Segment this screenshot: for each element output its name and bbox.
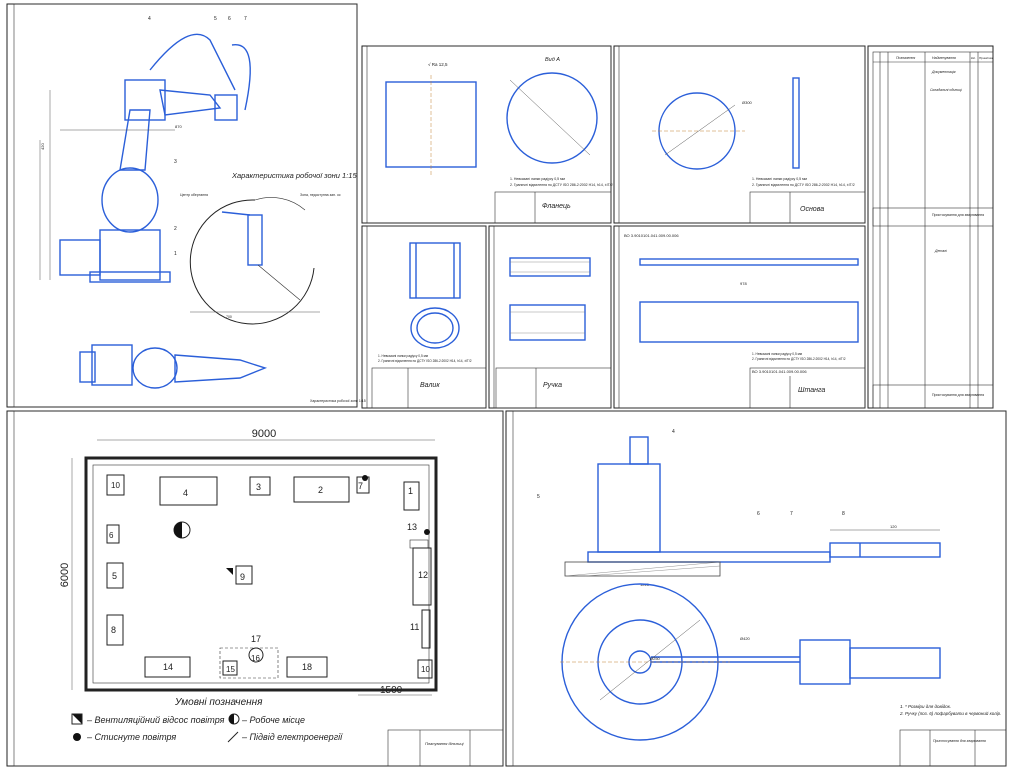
layout-room-11: 11: [410, 622, 419, 632]
sheet-base: Ø300 1. Невказані ланки радіусу 0,5 мм 2…: [613, 45, 866, 224]
spec-header-name: Найменування: [932, 56, 956, 60]
workzone-note-center: Центр обертання: [180, 193, 208, 197]
spec-title-block-2: Пристосування для зварювання: [932, 393, 984, 397]
base-note-1: 1. Невказані ланки радіусу 0,5 мм: [752, 177, 807, 181]
legend-ventilation: – Вентиляційний відсос повітря: [86, 715, 225, 725]
assembly-callout-6: 6: [757, 511, 760, 517]
workzone-dim-left: 700: [226, 315, 232, 319]
base-part-name: Основа: [800, 206, 824, 213]
spec-header-qty: Кіл.: [971, 56, 976, 60]
flange-note-1: 1. Невказані ланки радіусу 0,5 мм: [510, 177, 565, 181]
assembly-callout-4: 4: [672, 429, 675, 435]
robot-dim-reach: 870: [175, 124, 182, 129]
spec-header-designation: Позначення: [896, 56, 915, 60]
layout-room-8: 8: [111, 625, 116, 635]
assembly-dim-120: 120: [890, 524, 897, 529]
robot-callout-7: 7: [244, 16, 247, 22]
layout-room-4: 4: [183, 488, 188, 498]
layout-room-2: 2: [318, 485, 323, 495]
robot-dim-height: 420: [40, 143, 45, 150]
assembly-callout-5: 5: [537, 494, 540, 500]
robot-callout-2: 2: [174, 226, 177, 232]
assembly-note-2: 2. Ручку (поз. 6) пофарбувати в червоний…: [899, 710, 1001, 716]
sheet1-stamp: Характеристика робочої зони 1:15: [310, 399, 366, 403]
layout-room-9: 9: [240, 572, 245, 582]
robot-callout-1: 1: [174, 251, 177, 257]
base-dim-diameter: Ø300: [742, 100, 753, 105]
robot-callout-6: 6: [228, 16, 231, 22]
layout-room-6: 6: [109, 531, 114, 540]
roller-part-name: Валик: [420, 382, 440, 389]
spec-title-block-1: Пристосування для зварювання: [932, 213, 984, 217]
roller-note-2: 2. Граничні відхилення по ДСТУ ISO 286-2…: [378, 359, 472, 363]
robot-callout-5: 5: [214, 16, 217, 22]
workzone-note-zone: Зона, недоступна зап. ос: [300, 193, 341, 197]
robot-side-view: [39, 33, 251, 283]
spec-section-parts: Деталі: [934, 249, 947, 253]
robot-top-view: [79, 344, 268, 389]
layout-room-5: 5: [112, 571, 117, 581]
roller-note-1: 1. Невказані ланки радіусу 0,5 мм: [378, 354, 428, 358]
layout-room-7: 7: [358, 481, 363, 491]
assembly-callout-8: 8: [842, 511, 845, 517]
layout-room-1: 1: [408, 486, 413, 496]
spec-section-units: Складальні одиниці: [930, 88, 962, 92]
sheet-robot-workzone: 4 5 6 7 3 2 1 420 870 Характеристика роб…: [6, 3, 366, 408]
flange-roughness: √ Ra 12,5: [428, 62, 448, 67]
assembly-note-1: 1. * Розміри для довідок.: [900, 704, 951, 709]
spec-section-docs: Документація: [931, 70, 956, 74]
layout-room-3: 3: [256, 482, 261, 492]
legend-workplace: – Робоче місце: [241, 715, 305, 725]
sheet-assembly: 120 1225 5 4 6 7 8 Ø420 Ø250 1. * Розмір…: [505, 410, 1007, 767]
assembly-dim-outer: Ø420: [740, 636, 751, 641]
layout-room-14: 14: [163, 662, 173, 672]
workzone-title: Характеристика робочої зони 1:15: [231, 171, 357, 180]
rod-note-1: 1. Невказані ланки радіусу 0,5 мм: [752, 352, 802, 356]
sheet-shop-layout: 9000 6000 1500 10 4 3 2 7 1 6 13 5 9 1: [6, 410, 504, 767]
legend-compressed-air: – Стиснуте повітря: [86, 732, 176, 742]
robot-callout-3: 3: [174, 159, 177, 165]
layout-room-18: 18: [302, 662, 312, 672]
sheet-rod: ВО 3.9010101.041.009.00.006 978 1. Невка…: [613, 225, 866, 409]
assembly-callout-7: 7: [790, 511, 793, 517]
workzone-diagram: [189, 197, 320, 325]
layout-room-10b: 10: [421, 665, 430, 674]
layout-room-12: 12: [418, 570, 428, 580]
rod-header: ВО 3.9010101.041.009.00.006: [624, 233, 679, 238]
layout-height-dim: 6000: [59, 563, 71, 587]
layout-room-15: 15: [226, 665, 235, 674]
flange-view-label: Вид А: [545, 57, 560, 63]
robot-callout-4: 4: [148, 16, 151, 22]
rod-header-stamp: ВО 3.9010101.041.009.00.006: [752, 369, 807, 374]
base-note-2: 2. Граничні відхилення по ДСТУ ISO 286-2…: [752, 183, 855, 187]
sheet-roller: 1. Невказані ланки радіусу 0,5 мм 2. Гра…: [361, 225, 487, 409]
legend-title: Умовні позначення: [174, 697, 263, 708]
assembly-title-block: Пристосування для зварювання: [933, 739, 986, 743]
sheet-flange: √ Ra 12,5 Вид А 1. Невказані ланки радіу…: [361, 45, 613, 224]
sheet-specification: Позначення Найменування Кіл. Примітка До…: [867, 45, 994, 409]
assembly-dim-inner: Ø250: [650, 656, 661, 661]
handle-part-name: Ручка: [543, 382, 562, 389]
layout-room-17: 17: [251, 634, 261, 644]
rod-dim-length: 978: [740, 281, 747, 286]
legend-power: – Підвід електроенергії: [241, 732, 343, 742]
layout-room-10a: 10: [111, 481, 120, 490]
flange-part-name: Фланець: [542, 203, 571, 210]
layout-title-block: Планування дільниці: [425, 741, 464, 746]
spec-header-note: Примітка: [979, 56, 993, 60]
layout-room-16: 16: [251, 654, 260, 663]
flange-note-2: 2. Граничні відхилення по ДСТУ ISO 286-2…: [510, 183, 613, 187]
rod-part-name: Штанга: [798, 387, 825, 394]
layout-room-13: 13: [407, 522, 417, 532]
rod-note-2: 2. Граничні відхилення по ДСТУ ISO 286-2…: [752, 357, 846, 361]
layout-width-dim: 9000: [252, 428, 276, 440]
sheet-handle: Ручка: [488, 225, 612, 409]
